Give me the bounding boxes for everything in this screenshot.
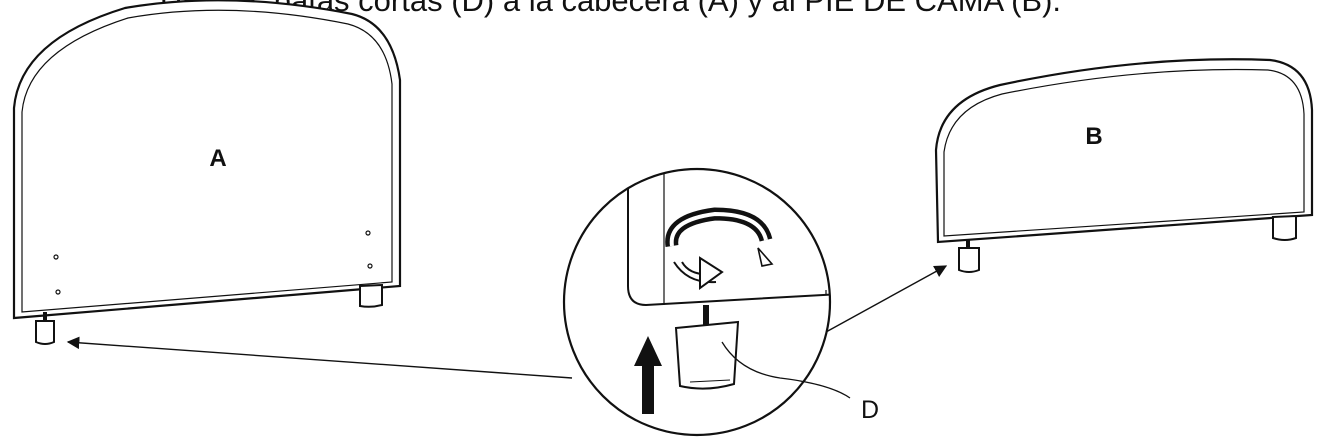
label-d: D xyxy=(861,396,879,424)
bolt-hole xyxy=(53,254,59,260)
label-b: B xyxy=(1085,123,1102,150)
headboard-leg-right xyxy=(359,283,383,308)
bolt-hole xyxy=(365,230,371,236)
headboard-leg-left xyxy=(35,320,55,345)
threaded-bolt xyxy=(703,305,709,327)
instruction-text: Una las patas cortas (D) a la cabecera (… xyxy=(160,0,1062,18)
bolt-hole xyxy=(367,263,373,269)
leader-line-d xyxy=(721,341,851,399)
rotate-arrow-icon xyxy=(665,207,774,290)
headboard-a: A xyxy=(12,0,402,345)
short-leg-d xyxy=(674,320,740,390)
arrow-to-headboard-leg xyxy=(66,336,573,379)
footboard-b: B xyxy=(934,58,1314,273)
footboard-leg-left xyxy=(958,247,980,273)
footboard-leg-right xyxy=(1272,214,1297,241)
up-arrow-icon xyxy=(634,336,662,414)
detail-circle xyxy=(562,167,851,437)
label-a: A xyxy=(209,145,226,172)
arrow-to-footboard-leg xyxy=(825,265,948,333)
bolt-hole xyxy=(55,289,61,295)
